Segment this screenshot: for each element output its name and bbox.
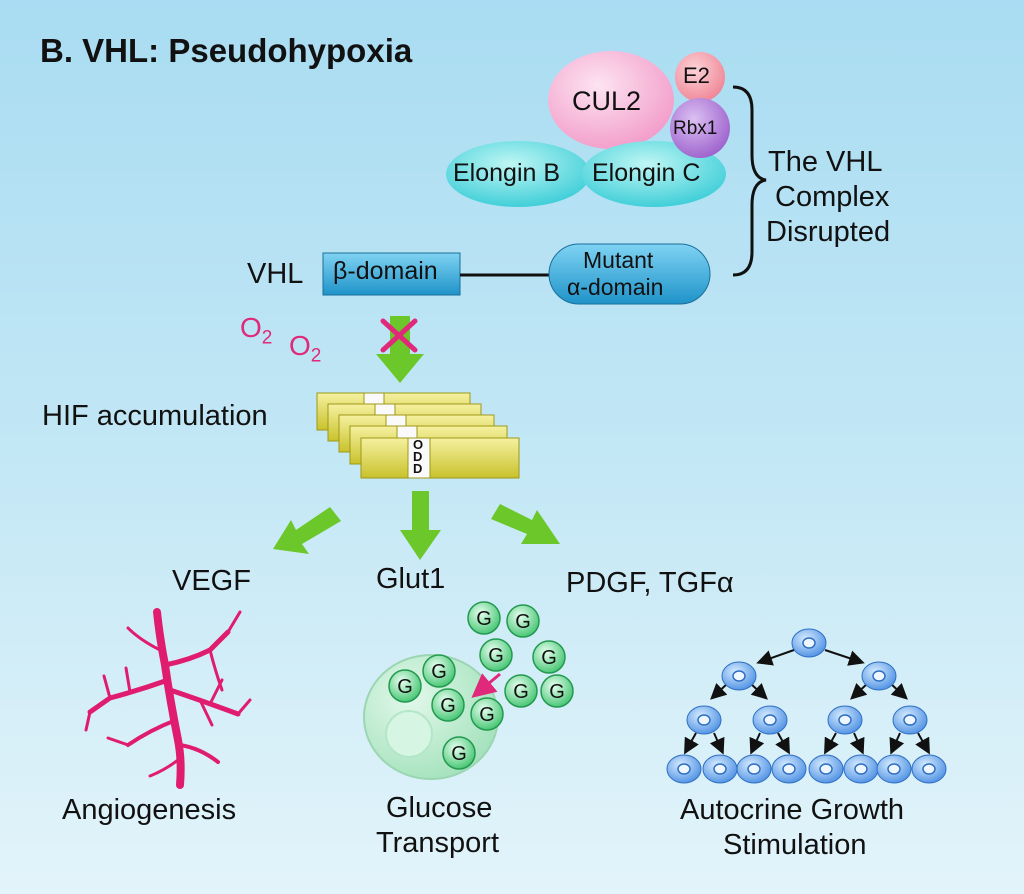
outcome-glucose-line1: Glucose: [386, 792, 493, 824]
cul2-label: CUL2: [572, 86, 642, 116]
glucose-uptake-arrow: [471, 672, 501, 698]
rbx1-subunit: [670, 98, 730, 158]
arrow-to-vegf: [273, 507, 341, 554]
blood-vessel-icon: [84, 608, 252, 789]
outcome-autocrine-line2: Stimulation: [723, 829, 867, 861]
alpha-domain-label-line2: α-domain: [567, 274, 664, 300]
hif-accumulation-label: HIF accumulation: [42, 400, 268, 432]
hif-odd-letter-d2: D: [413, 461, 423, 476]
arrow-to-pdgf: [491, 504, 560, 544]
glucose-letter: G: [431, 661, 447, 683]
elongin-c-label: Elongin C: [592, 159, 701, 187]
elongin-c-subunit: [582, 141, 726, 207]
proliferating-cell: [702, 754, 738, 784]
glucose-letter: G: [549, 681, 565, 703]
cell-tree-cells: [666, 628, 947, 784]
proliferating-cell: [771, 754, 807, 784]
outcome-autocrine-line1: Autocrine Growth: [680, 794, 905, 826]
proliferating-cell: [791, 628, 827, 658]
proliferating-cell: [721, 661, 757, 691]
proliferating-cell: [911, 754, 947, 784]
proliferating-cell: [892, 705, 928, 735]
proliferating-cell: [876, 754, 912, 784]
glucose-molecule: G: [470, 697, 504, 731]
rbx1-label: Rbx1: [673, 118, 718, 139]
cell-nucleus: [385, 710, 433, 758]
glucose-molecule: G: [388, 669, 422, 703]
beta-domain-label: β-domain: [333, 257, 438, 285]
glucose-molecule: G: [504, 674, 538, 708]
glucose-letter: G: [451, 743, 467, 765]
glucose-letter: G: [513, 681, 529, 703]
glucose-molecule: G: [540, 674, 574, 708]
glucose-letter: G: [397, 676, 413, 698]
proliferating-cell: [861, 661, 897, 691]
cell-proliferation-tree: [684, 649, 930, 755]
bracket-label-line3: Disrupted: [766, 216, 891, 248]
glucose-letter: G: [515, 611, 531, 633]
complex-bracket: [732, 85, 767, 277]
glucose-molecule: G: [431, 688, 465, 722]
figure-title: B. VHL: Pseudohypoxia: [40, 32, 413, 69]
alpha-domain-label-line1: Mutant: [583, 247, 654, 273]
target-glut1: Glut1: [376, 563, 446, 595]
outcome-angiogenesis: Angiogenesis: [62, 794, 237, 826]
glucose-letter: G: [488, 645, 504, 667]
proliferating-cell: [752, 705, 788, 735]
glucose-molecule: G: [479, 638, 513, 672]
glucose-letter: G: [476, 608, 492, 630]
block-x-icon: [380, 318, 418, 353]
cul2-subunit: [548, 51, 674, 149]
proliferating-cell: [666, 754, 702, 784]
target-vegf: VEGF: [172, 565, 251, 597]
alpha-domain-box: [548, 243, 711, 305]
oxygen-label-2: O2: [289, 330, 322, 367]
beta-domain-box: [322, 252, 461, 296]
proliferating-cell: [808, 754, 844, 784]
target-pdgf-tgfa: PDGF, TGFα: [566, 567, 734, 599]
e2-subunit: [675, 52, 725, 102]
elongin-b-label: Elongin B: [453, 159, 561, 187]
blocked-arrow: [376, 316, 424, 383]
arrow-to-glut1: [400, 491, 441, 560]
oxygen-label-1: O2: [240, 312, 273, 349]
glucose-molecule: G: [467, 601, 501, 635]
glucose-letter: G: [541, 647, 557, 669]
glucose-molecule: G: [422, 654, 456, 688]
hif-odd-letter-d1: D: [413, 449, 423, 464]
elongin-b-subunit: [446, 141, 590, 207]
proliferating-cell: [827, 705, 863, 735]
hif-stack: [316, 392, 520, 479]
glucose-letter: G: [440, 695, 456, 717]
hif-odd-letter-o: O: [413, 437, 424, 452]
glucose-molecule: G: [442, 736, 476, 770]
glucose-molecule: G: [532, 640, 566, 674]
e2-label: E2: [683, 63, 710, 88]
proliferating-cell: [736, 754, 772, 784]
glucose-letter: G: [479, 704, 495, 726]
bracket-label-line2: Complex: [775, 181, 890, 213]
proliferating-cell: [686, 705, 722, 735]
outcome-glucose-line2: Transport: [376, 827, 500, 859]
glucose-molecule: G: [506, 604, 540, 638]
vhl-label: VHL: [247, 258, 304, 290]
bracket-label-line1: The VHL: [768, 146, 883, 178]
